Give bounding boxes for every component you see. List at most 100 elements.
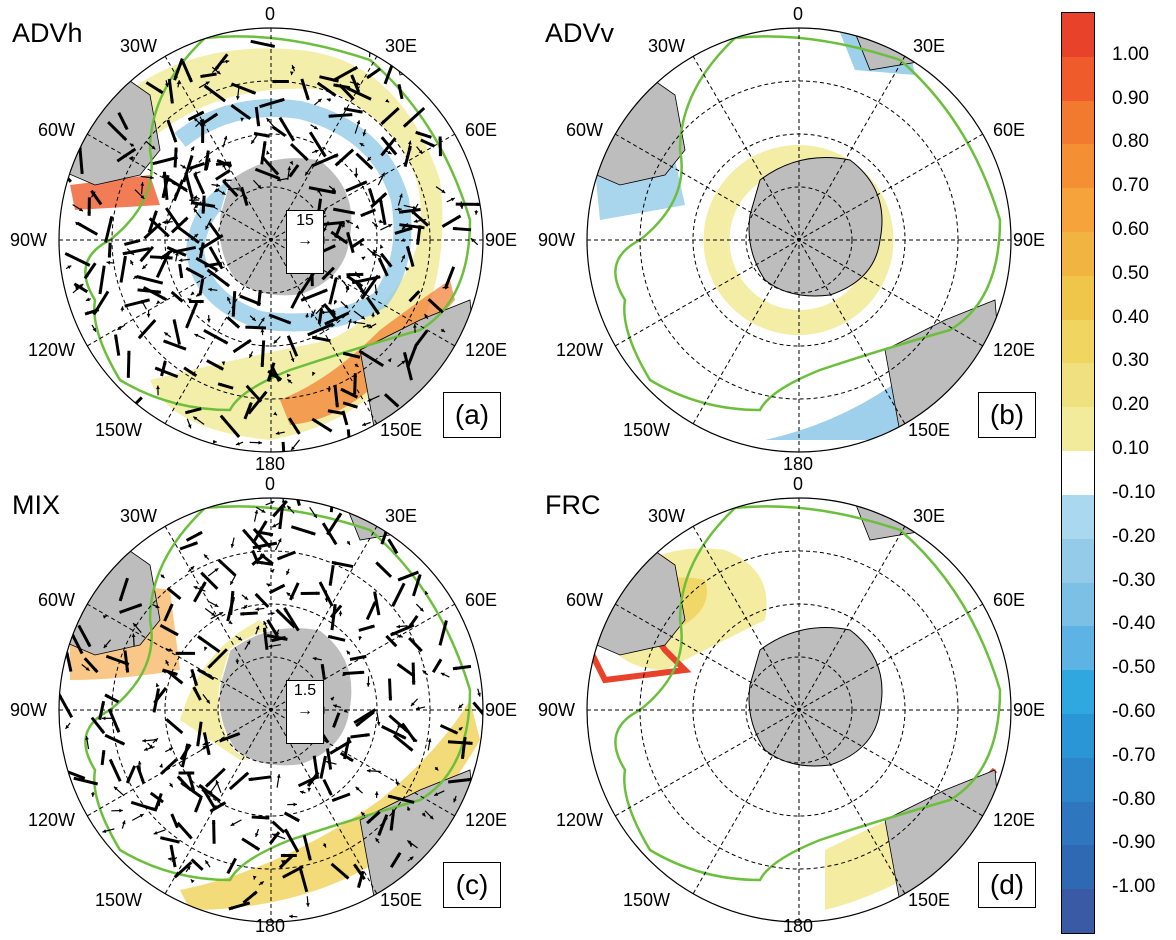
vector-arrow — [331, 560, 354, 569]
vector-arrowhead — [373, 591, 378, 596]
vector-arrowhead — [215, 65, 220, 70]
vector-arrowhead — [172, 138, 177, 143]
vector-arrowhead — [243, 604, 248, 609]
vector-arrowhead — [332, 604, 337, 608]
vector-arrow — [262, 627, 269, 650]
vector-arrowhead — [190, 291, 195, 296]
vector-arrowhead — [323, 289, 328, 293]
vector-arrowhead — [410, 702, 415, 707]
vector-arrowhead — [361, 294, 366, 299]
vector-arrowhead — [398, 634, 403, 638]
vector-arrowhead — [362, 422, 367, 427]
vector-arrow — [307, 322, 334, 337]
vector-arrow — [123, 650, 130, 673]
vector-arrow — [268, 313, 292, 325]
vector-arrowhead — [129, 155, 133, 160]
vector-arrowhead — [169, 604, 173, 609]
colorbar-segment — [1062, 670, 1094, 715]
vector-arrow — [219, 414, 241, 438]
vector-arrowhead — [277, 555, 282, 560]
vector-arrowhead — [441, 189, 446, 193]
vector-arrowhead — [155, 604, 160, 608]
vector-arrowhead — [424, 591, 429, 595]
vector-arrowhead — [62, 769, 67, 774]
reference-vector-arrow: → — [297, 702, 313, 719]
land-antarctica — [748, 627, 883, 767]
vector-arrowhead — [127, 408, 131, 413]
vector-arrowhead — [193, 117, 198, 122]
vector-arrowhead — [476, 202, 481, 207]
vector-arrow — [353, 373, 357, 395]
vector-arrowhead — [319, 582, 324, 587]
colorbar — [1061, 12, 1095, 934]
vector-arrow — [311, 153, 339, 168]
vector-arrowhead — [266, 583, 271, 588]
vector-arrow — [164, 207, 181, 228]
vector-arrow — [152, 155, 178, 166]
vector-arrowhead — [331, 310, 336, 315]
vector-arrowhead — [158, 89, 163, 93]
vector-arrowhead — [174, 823, 178, 828]
vector-arrowhead — [145, 298, 150, 303]
vector-arrowhead — [312, 656, 317, 661]
vector-arrowhead — [322, 756, 327, 760]
colorbar-label: 0.40 — [1112, 306, 1149, 328]
colorbar-segment — [1062, 275, 1094, 321]
vector-arrowhead — [297, 291, 301, 296]
vector-arrowhead — [220, 415, 225, 420]
panel-label: (d) — [978, 862, 1036, 908]
vector-arrowhead — [372, 601, 376, 606]
vector-arrow — [284, 828, 300, 853]
lon-label-0: 0 — [793, 474, 804, 494]
vector-arrowhead — [267, 377, 272, 382]
vector-arrowhead — [109, 759, 114, 764]
vector-arrowhead — [387, 262, 392, 267]
vector-arrowhead — [474, 211, 479, 215]
vector-arrowhead — [202, 745, 207, 750]
vector-arrowhead — [366, 74, 371, 78]
vector-arrowhead — [196, 292, 201, 297]
vector-arrow — [137, 318, 157, 340]
vector-arrowhead — [238, 636, 243, 641]
vector-arrowhead — [230, 822, 235, 826]
vector-arrowhead — [162, 171, 167, 176]
vector-arrowhead — [286, 373, 291, 378]
vector-arrowhead — [75, 285, 79, 290]
vector-arrowhead — [185, 410, 190, 414]
vector-arrowhead — [371, 312, 375, 317]
vector-arrowhead — [444, 284, 449, 289]
map-a — [58, 27, 484, 453]
vector-arrowhead — [354, 864, 358, 869]
colorbar-segment — [1062, 319, 1094, 365]
vector-arrowhead — [292, 482, 296, 486]
vector-arrowhead — [93, 781, 98, 786]
vector-arrowhead — [332, 797, 337, 802]
vector-arrowhead — [360, 670, 365, 675]
colorbar-label: 0.50 — [1112, 262, 1149, 284]
lon-label-150w: 150W — [95, 420, 143, 440]
vector-arrowhead — [194, 233, 199, 238]
vector-arrow — [329, 498, 335, 513]
vector-arrow — [98, 265, 106, 295]
vector-arrowhead — [452, 226, 457, 231]
vector-arrowhead — [291, 65, 296, 70]
vector-arrowhead — [244, 201, 248, 206]
vector-arrow — [411, 573, 422, 597]
vector-arrow — [229, 590, 235, 615]
vector-arrow — [130, 800, 156, 812]
panel-title: ADVh — [12, 18, 83, 48]
vector-arrowhead — [183, 217, 188, 222]
vector-arrowhead — [228, 906, 233, 910]
vector-arrowhead — [174, 147, 178, 152]
vector-arrowhead — [283, 636, 288, 641]
vector-arrowhead — [251, 139, 255, 144]
vector-arrow — [283, 607, 300, 632]
vector-arrowhead — [193, 416, 198, 421]
vector-arrow — [122, 247, 151, 256]
vector-arrowhead — [396, 723, 401, 728]
vector-arrowhead — [273, 411, 278, 416]
vector-arrowhead — [170, 99, 174, 104]
vector-arrowhead — [102, 829, 107, 833]
vector-arrowhead — [307, 787, 312, 792]
vector-arrowhead — [190, 771, 195, 775]
